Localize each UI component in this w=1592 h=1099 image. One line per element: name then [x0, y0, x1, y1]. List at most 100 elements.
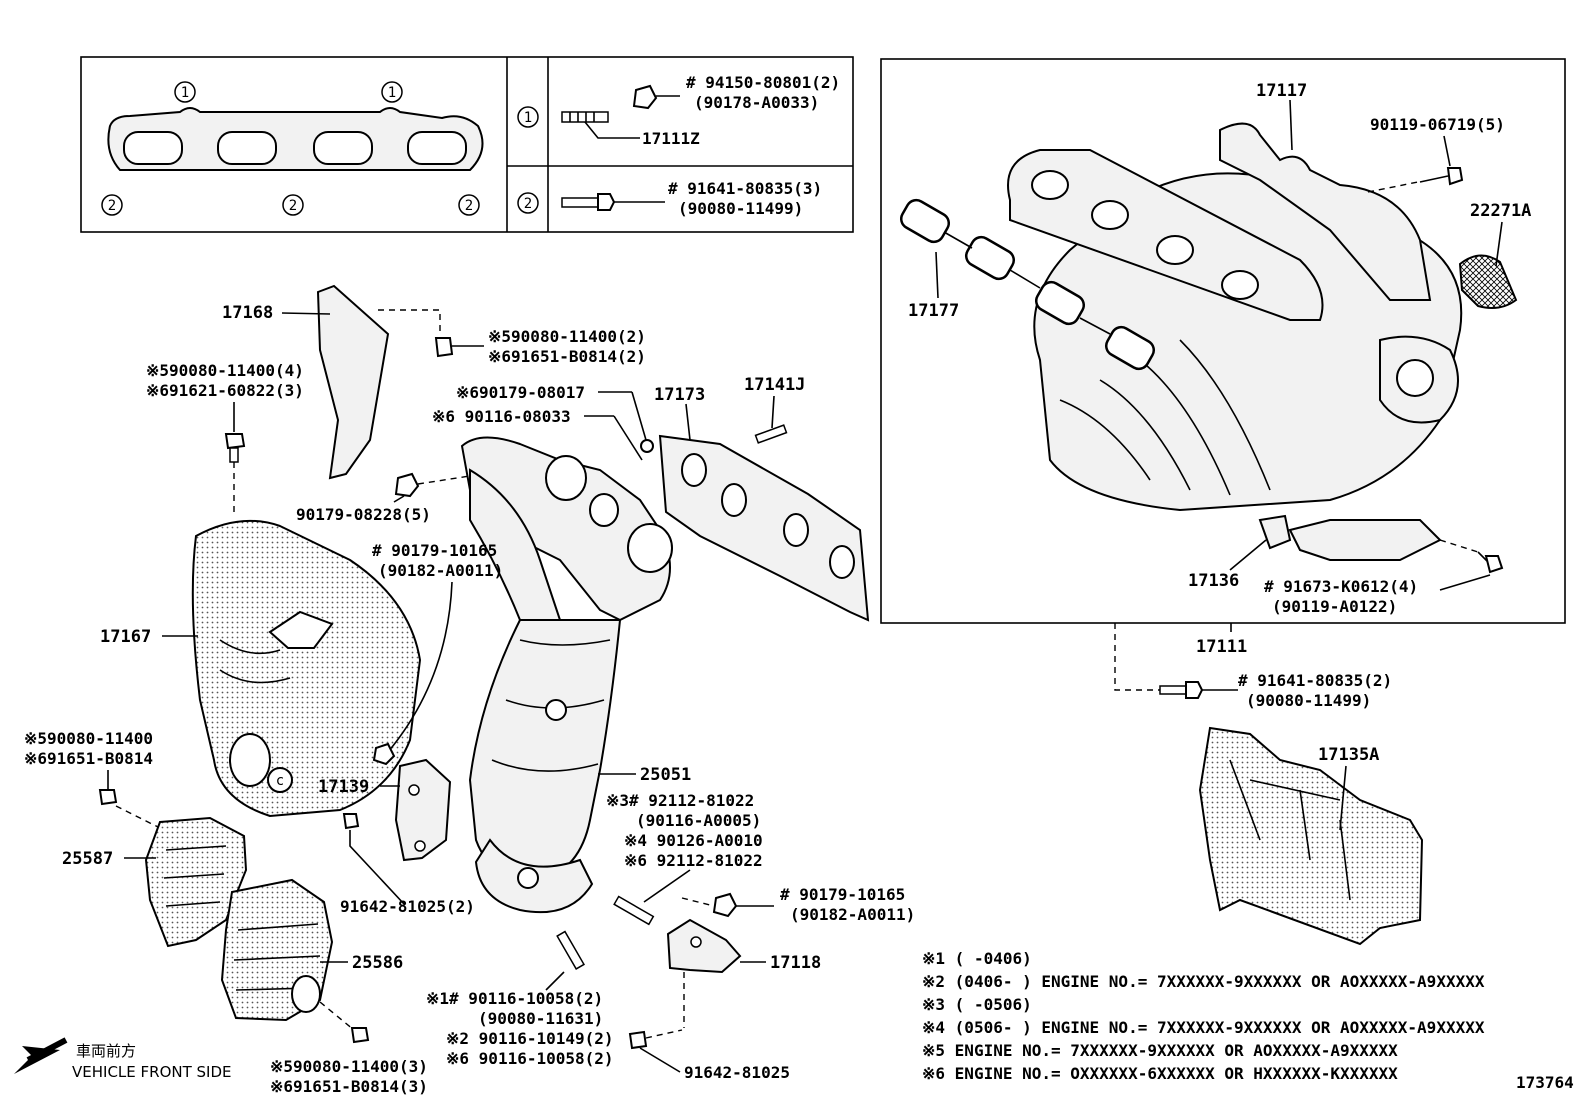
- label-92112-81022-a: ※3# 92112-81022: [606, 791, 754, 810]
- label-90179-10165-a: # 90179-10165: [372, 541, 497, 560]
- intake-manifold-box: 17117 90119-06719(5) 22271A 17177 17136 …: [880, 58, 1566, 624]
- label-17117: 17117: [1256, 81, 1307, 101]
- label-90182-A0011-a: (90182-A0011): [378, 561, 503, 580]
- label-91642-81025-2: 91642-81025(2): [340, 897, 475, 916]
- bolt-590080-icon-a: [434, 337, 454, 358]
- label-691621-60822-3: ※691621-60822(3): [146, 381, 304, 400]
- nut-icon: [632, 84, 658, 110]
- label-90179-08228: 90179-08228(5): [296, 505, 431, 524]
- diagram-id: 173764: [1516, 1073, 1574, 1092]
- label-691651-B0814-3: ※691651-B0814(3): [270, 1077, 428, 1096]
- label-90126-A0010: ※4 90126-A0010: [624, 831, 763, 850]
- gasket-legend-box: 1 1 2 2 2 1 2 17111Z # 94150-80801(2) (9…: [80, 56, 854, 233]
- gasket-17177: [899, 198, 1156, 371]
- legend-row1-mark: 1: [524, 110, 532, 126]
- label-90080-11499-b: (90080-11499): [1246, 691, 1371, 710]
- label-91673-K0612: # 91673-K0612(4): [1264, 577, 1418, 596]
- nut-90179-10165-b-icon: [712, 892, 738, 918]
- note-4: ※4 (0506- ) ENGINE NO.= 7XXXXXX-9XXXXXX …: [922, 1018, 1485, 1037]
- label-90116-10058: ※1# 90116-10058(2): [426, 989, 603, 1008]
- nut-90179-10165-a-icon: [372, 742, 396, 766]
- bracket-17168: [316, 284, 390, 480]
- stud-92112-icon: [613, 895, 655, 926]
- label-90119-A0122: (90119-A0122): [1272, 597, 1397, 616]
- label-690179-08017: ※690179-08017: [456, 383, 585, 402]
- front-label-en: VEHICLE FRONT SIDE: [72, 1063, 232, 1081]
- label-691651-B0814-c: ※691651-B0814: [24, 749, 153, 768]
- label-90119-06719: 90119-06719(5): [1370, 115, 1505, 134]
- label-17111: 17111: [1196, 637, 1247, 657]
- legend-row2-mark: 2: [524, 196, 532, 212]
- bolt-91673-icon: [1477, 551, 1504, 574]
- label-590080-11400-2: ※590080-11400(2): [488, 327, 646, 346]
- bolt-91642-icon: [628, 1030, 648, 1050]
- stud-90116-10058-icon: [556, 930, 585, 970]
- label-90080-11631: (90080-11631): [478, 1009, 603, 1028]
- label-90182-A0011-b: (90182-A0011): [790, 905, 915, 924]
- bracket-17118: [666, 918, 742, 974]
- label-17168: 17168: [222, 303, 273, 323]
- gasket-17173: [658, 434, 870, 622]
- note-6: ※6 ENGINE NO.= OXXXXXX-6XXXXXX OR HXXXXX…: [922, 1064, 1398, 1083]
- label-590080-11400-3: ※590080-11400(3): [270, 1057, 428, 1076]
- bolt-590080-icon-d: [350, 1027, 370, 1044]
- label-90116-10058b: ※6 90116-10058(2): [446, 1049, 614, 1068]
- bolt-icon: [561, 193, 616, 211]
- label-91642-81025: 91642-81025: [684, 1063, 790, 1082]
- label-17173: 17173: [654, 385, 705, 405]
- label-590080-11400-c: ※590080-11400: [24, 729, 153, 748]
- label-92112-81022-b: ※6 92112-81022: [624, 851, 763, 870]
- front-direction-arrow-icon: [14, 1046, 60, 1074]
- label-90179-10165-b: # 90179-10165: [780, 885, 905, 904]
- label-25051: 25051: [640, 765, 691, 785]
- callout-1a: 1: [181, 85, 189, 101]
- insulator-17135A: [1198, 726, 1424, 946]
- front-label-jp: 車両前方: [76, 1042, 136, 1060]
- label-17141J: 17141J: [744, 375, 805, 395]
- label-90178-A0033: (90178-A0033): [694, 93, 819, 112]
- label-25587: 25587: [62, 849, 113, 869]
- bolt-91642-2-icon: [342, 813, 360, 830]
- bolt-90119-06719-icon: [1419, 167, 1464, 186]
- bracket-17139: [394, 758, 452, 862]
- callout-2b: 2: [289, 198, 297, 214]
- label-17136: 17136: [1188, 571, 1239, 591]
- nut-90179-08228-icon: [394, 472, 420, 498]
- label-90116-10149: ※2 90116-10149(2): [446, 1029, 614, 1048]
- stud-icon: [561, 111, 609, 123]
- label-17118: 17118: [770, 953, 821, 973]
- note-1: ※1 ( -0406): [922, 949, 1032, 968]
- label-17135A: 17135A: [1318, 745, 1379, 765]
- label-91641-80835-3: # 91641-80835(3): [668, 179, 822, 198]
- label-22271A: 22271A: [1470, 201, 1531, 221]
- callout-1b: 1: [388, 85, 396, 101]
- label-17111Z: 17111Z: [642, 129, 700, 148]
- exhaust-gasket-icon: [107, 107, 484, 171]
- label-17139: 17139: [318, 777, 369, 797]
- footnotes: ※1 ( -0406) ※2 (0406- ) ENGINE NO.= 7XXX…: [922, 949, 1485, 1083]
- label-91641-80835-2: # 91641-80835(2): [1238, 671, 1392, 690]
- note-3: ※3 ( -0506): [922, 995, 1032, 1014]
- label-691651-B0814-2: ※691651-B0814(2): [488, 347, 646, 366]
- catalytic-converter-25051: [468, 619, 622, 882]
- insulator-17117: [1219, 122, 1432, 301]
- label-17177: 17177: [908, 301, 959, 321]
- note-5: ※5 ENGINE NO.= 7XXXXXX-9XXXXXX OR AOXXXX…: [922, 1041, 1398, 1060]
- stud-17141J-icon: [754, 424, 788, 444]
- label-90116-A0005: (90116-A0005): [636, 811, 761, 830]
- bolt-590080-icon-c: [98, 789, 118, 806]
- label-17167: 17167: [100, 627, 151, 647]
- bolt-691621-icon: [224, 433, 246, 463]
- gasket-22271A: [1458, 254, 1518, 309]
- callout-2a: 2: [108, 198, 116, 214]
- bolt-91641-80835-icon: [1159, 681, 1204, 699]
- label-25586: 25586: [352, 953, 403, 973]
- label-590080-11400-4: ※590080-11400(4): [146, 361, 304, 380]
- bracket-17136: [1288, 519, 1442, 561]
- callout-2c: 2: [465, 198, 473, 214]
- label-690116-08033: ※6 90116-08033: [432, 407, 571, 426]
- svg-text:c: c: [276, 773, 284, 789]
- note-2: ※2 (0406- ) ENGINE NO.= 7XXXXXX-9XXXXXX …: [922, 972, 1485, 991]
- label-90080-11499-a: (90080-11499): [678, 199, 803, 218]
